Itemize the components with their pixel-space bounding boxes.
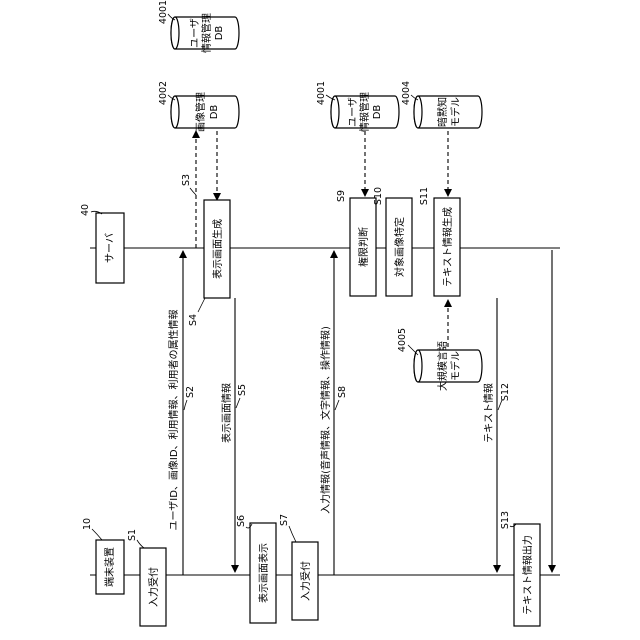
svg-text:4001: 4001 — [158, 0, 169, 24]
svg-text:表示画面生成: 表示画面生成 — [211, 219, 224, 279]
svg-text:入力受付: 入力受付 — [299, 561, 312, 601]
svg-text:暗黙知: 暗黙知 — [436, 97, 449, 127]
step-s4-id: S4 — [188, 314, 199, 326]
svg-text:テキスト情報生成: テキスト情報生成 — [441, 207, 454, 287]
svg-text:情報管理: 情報管理 — [200, 13, 213, 53]
svg-text:4002: 4002 — [158, 81, 169, 105]
step-s8-lead — [335, 400, 339, 410]
step-s3-lead — [190, 188, 196, 195]
step-s9-box: 権限判断 — [350, 198, 376, 296]
svg-text:DB: DB — [209, 105, 220, 120]
step-s4-lead — [198, 298, 205, 312]
svg-text:DB: DB — [214, 26, 225, 41]
step-s12-id: S12 — [500, 383, 511, 401]
step-s13-id: S13 — [500, 511, 511, 529]
step-s3-id: S3 — [181, 174, 192, 186]
server-participant: サーバ — [96, 213, 124, 283]
step-s7-lead — [289, 526, 296, 542]
step-s5-id: S5 — [237, 384, 248, 396]
svg-text:情報管理: 情報管理 — [358, 92, 371, 132]
svg-text:4005: 4005 — [397, 328, 408, 352]
llm-model-ref: 4005 — [397, 328, 418, 355]
step-s8-label: 入力情報(音声情報、文字情報、操作情報) — [319, 326, 332, 514]
svg-text:4001: 4001 — [316, 81, 327, 105]
step-s2-label: ユーザID、画像ID、利用情報、利用者の属性情報 — [167, 309, 180, 530]
step-s6-box: 表示画面表示 — [250, 523, 276, 623]
svg-text:入力受付: 入力受付 — [147, 567, 160, 607]
step-s2-lead — [184, 400, 187, 410]
server-label: サーバ — [104, 233, 116, 263]
tacit-model-db: 暗黙知 モデル — [414, 96, 482, 128]
step-s4-box: 表示画面生成 — [204, 200, 230, 298]
svg-text:ユーザ: ユーザ — [347, 97, 359, 127]
llm-model-db: 大規模言語 モデル — [414, 341, 482, 391]
step-s6-id: S6 — [236, 515, 247, 527]
step-s1-lead — [137, 540, 144, 548]
svg-text:DB: DB — [372, 105, 383, 120]
step-s13-box: テキスト情報出力 — [514, 524, 540, 626]
svg-text:大規模言語: 大規模言語 — [436, 341, 449, 391]
step-s5-label: 表示画面情報 — [220, 383, 233, 443]
svg-text:ユーザ: ユーザ — [189, 18, 201, 48]
svg-text:4004: 4004 — [401, 81, 412, 105]
svg-text:権限判断: 権限判断 — [357, 227, 370, 267]
svg-text:テキスト情報出力: テキスト情報出力 — [521, 535, 534, 615]
svg-text:モデル: モデル — [449, 97, 462, 127]
terminal-ref: 10 — [82, 518, 102, 540]
user-db-mid: ユーザ 情報管理 DB — [331, 92, 399, 132]
step-s1-box: 入力受付 — [140, 548, 166, 626]
step-s2-id: S2 — [185, 386, 196, 398]
step-s7-id: S7 — [279, 514, 290, 526]
svg-text:40: 40 — [80, 204, 91, 216]
step-s7-box: 入力受付 — [292, 542, 318, 620]
svg-text:10: 10 — [82, 518, 93, 530]
step-s5-lead — [236, 398, 240, 408]
step-s11-id: S11 — [419, 187, 430, 205]
svg-text:画像管理: 画像管理 — [194, 92, 207, 132]
step-s10-box: 対象画像特定 — [386, 198, 412, 296]
step-s12-label: テキスト情報 — [482, 383, 495, 443]
step-s11-box: テキスト情報生成 — [434, 198, 460, 296]
terminal-participant: 端末装置 — [96, 540, 124, 594]
svg-text:表示画面表示: 表示画面表示 — [257, 543, 270, 603]
step-s8-id: S8 — [337, 386, 348, 398]
terminal-label: 端末装置 — [103, 547, 116, 587]
user-db-top: ユーザ 情報管理 DB — [171, 13, 239, 53]
step-s1-id: S1 — [127, 529, 138, 541]
step-s10-id: S10 — [373, 187, 384, 205]
step-s9-id: S9 — [336, 190, 347, 202]
svg-text:モデル: モデル — [449, 351, 462, 381]
svg-text:対象画像特定: 対象画像特定 — [393, 217, 406, 277]
image-db: 画像管理 DB — [171, 92, 239, 132]
